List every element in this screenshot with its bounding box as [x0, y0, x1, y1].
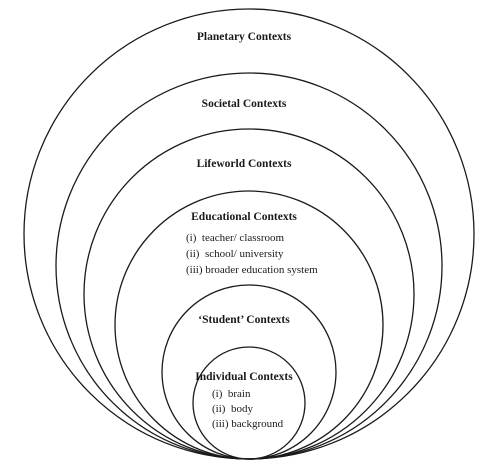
individual-contexts-title: Individual Contexts: [195, 371, 293, 383]
societal-contexts-title: Societal Contexts: [202, 98, 287, 110]
educational-context-item: (iii) broader education system: [186, 264, 318, 276]
individual-contexts-circle: [192, 346, 306, 460]
educational-context-item: (i) teacher/ classroom: [186, 232, 284, 244]
lifeworld-contexts-title: Lifeworld Contexts: [197, 158, 292, 170]
individual-context-item: (ii) body: [212, 403, 253, 415]
individual-context-item: (iii) background: [212, 418, 284, 430]
planetary-contexts-title: Planetary Contexts: [197, 31, 292, 43]
educational-contexts-title: Educational Contexts: [191, 211, 297, 223]
educational-context-item: (ii) school/ university: [186, 248, 284, 260]
individual-context-item: (i) brain: [212, 388, 251, 400]
student-contexts-title: ‘Student’ Contexts: [198, 314, 290, 326]
